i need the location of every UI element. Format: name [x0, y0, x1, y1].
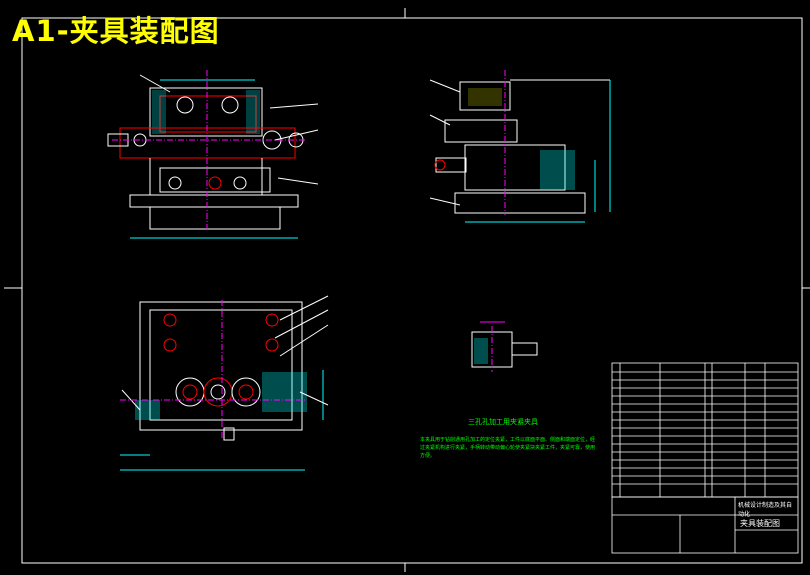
detail-view: [471, 321, 538, 372]
top-view: [120, 295, 329, 471]
parts-list: [611, 362, 799, 498]
side-view: [429, 70, 611, 223]
technical-notes: 本夹具用于钻削通用孔加工的定位夹紧，工件以底面平面、侧面和端面定位，经过夹紧机构…: [420, 437, 596, 459]
notes-title: 三孔孔加工用夹紧夹具: [468, 418, 538, 426]
title-block-company: 机械设计制造及其自动化: [738, 502, 793, 518]
title-block: [611, 496, 799, 554]
front-view: [107, 70, 319, 239]
drawing-title: A1-夹具装配图: [12, 14, 220, 48]
title-block-name: 夹具装配图: [740, 519, 780, 528]
sheet-border: [4, 8, 810, 572]
